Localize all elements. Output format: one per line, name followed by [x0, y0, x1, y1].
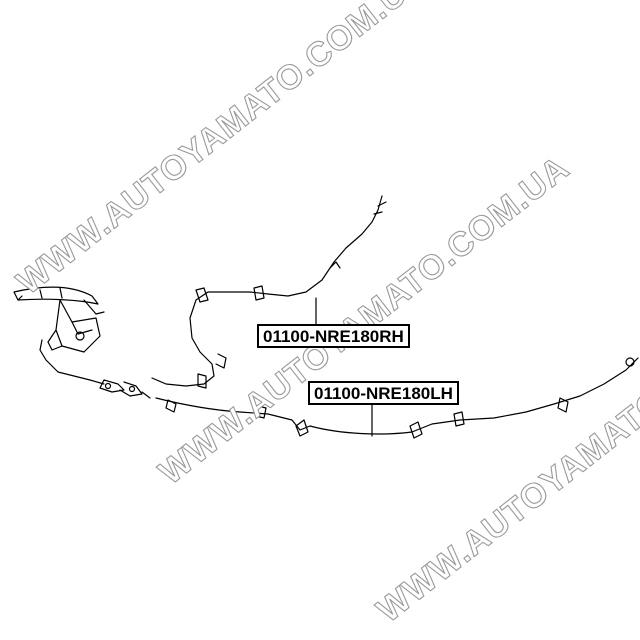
part-label-rh: 01100-NRE180RH	[257, 324, 410, 348]
parking-brake-lever	[13, 286, 105, 353]
part-label-lh: 01100-NRE180LH	[308, 381, 459, 405]
lh-cable	[155, 357, 639, 439]
front-rod-equalizer	[39, 339, 151, 399]
rh-cable	[151, 195, 387, 389]
